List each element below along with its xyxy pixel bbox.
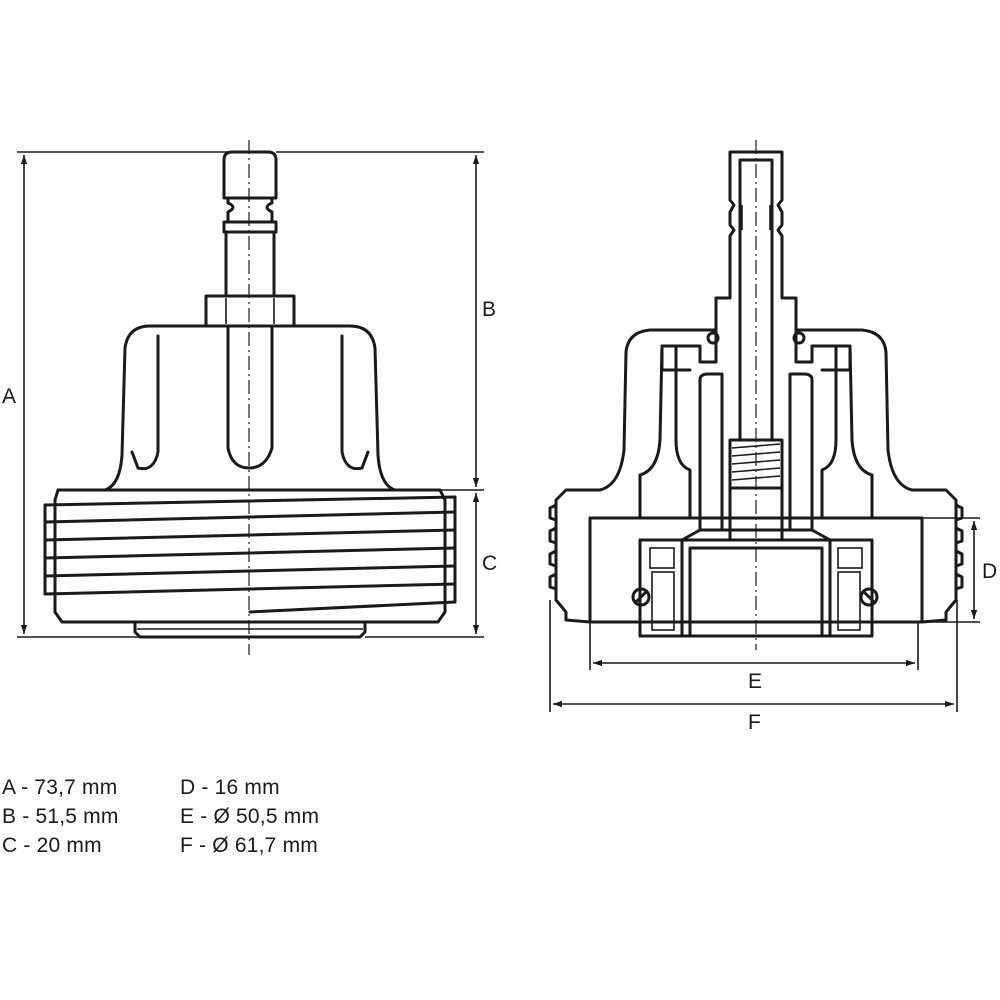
inner-housing [588,516,924,624]
dimension-legend-col2: D - 16 mm E - Ø 50,5 mm F - Ø 61,7 mm [180,773,319,860]
legend-item-c: C - 20 mm [2,834,102,857]
thread-lines [43,495,457,614]
legend-item-a: A - 73,7 mm [2,776,118,799]
hex-nut [204,294,296,328]
dim-label-c: C [482,552,497,575]
legend-item-e: E - Ø 50,5 mm [180,805,320,828]
cap-body [103,324,397,492]
legend-item-d: D - 16 mm [180,776,280,799]
legend-item-f: F - Ø 61,7 mm [180,834,318,857]
dim-label-e: E [748,670,762,693]
legend-item-b: B - 51,5 mm [2,805,119,828]
dim-label-d: D [982,560,997,583]
side-view: A B C [2,140,497,655]
section-thread-right [954,503,964,591]
dim-label-b: B [482,298,496,321]
thread-body [53,488,447,624]
dim-label-a: A [2,385,16,408]
section-nipple [714,150,798,332]
bottom-seal [133,620,367,639]
grip-rib [226,324,274,470]
dim-label-f: F [748,711,761,734]
section-thread-left [548,503,558,591]
section-cap-left [554,328,718,624]
coupling-nipple [222,150,278,200]
section-cap-right [794,328,958,624]
dimension-legend-col1: A - 73,7 mm B - 51,5 mm C - 20 mm [2,773,119,860]
section-view: D E F [548,140,997,734]
screw-icon [859,587,879,607]
screw-icon [631,587,651,607]
